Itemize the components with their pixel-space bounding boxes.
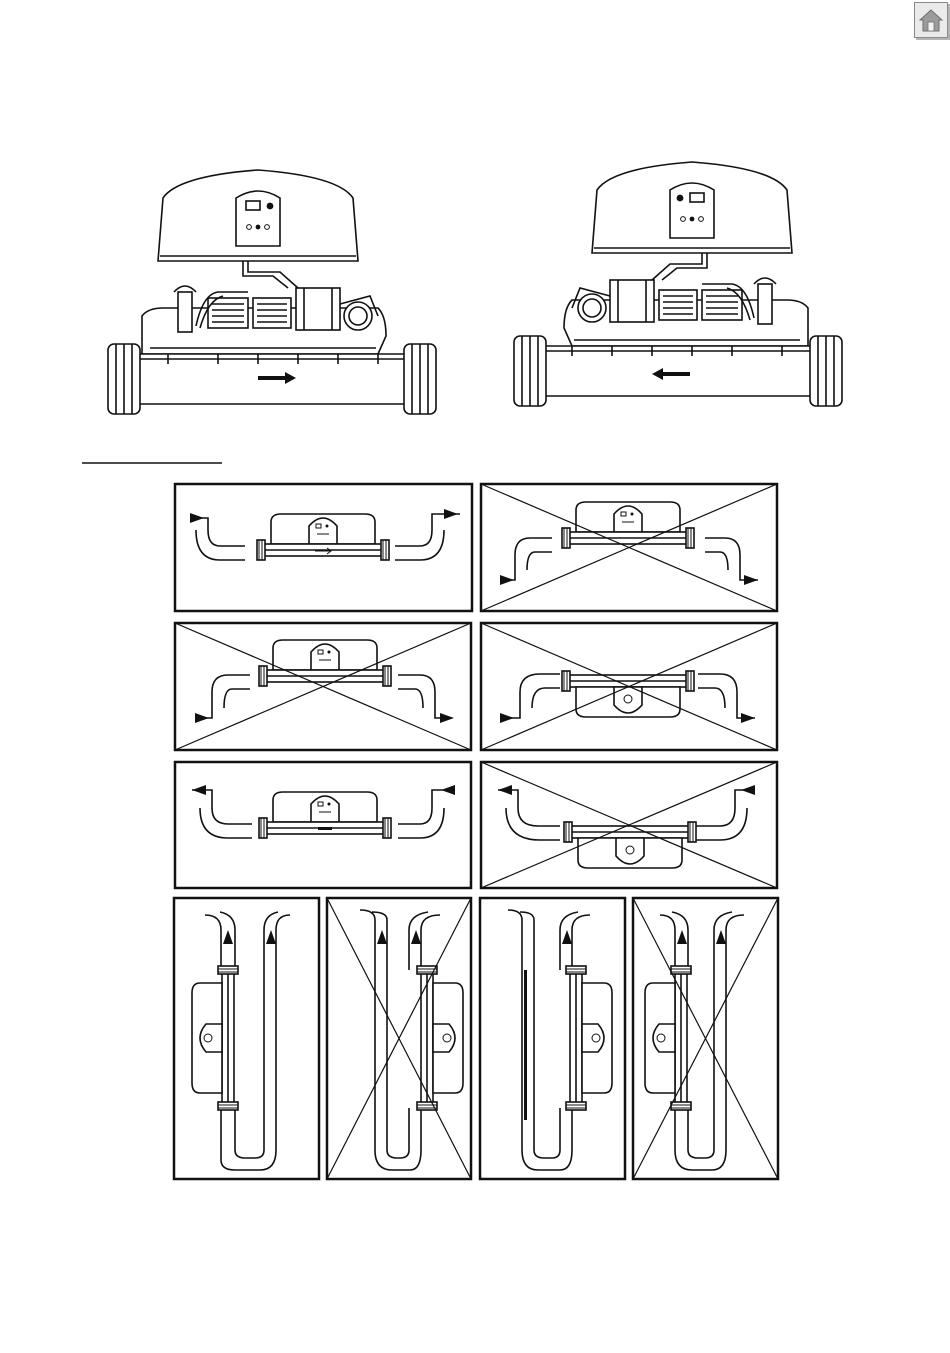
heater-view-flow-left <box>514 162 842 406</box>
position-5-allowed <box>175 762 471 888</box>
position-9-allowed <box>480 898 625 1179</box>
position-10-not-allowed <box>633 898 778 1179</box>
position-7-allowed <box>174 898 319 1179</box>
position-2-not-allowed <box>481 484 777 611</box>
position-3-not-allowed <box>175 623 471 750</box>
position-1-allowed <box>175 484 472 611</box>
position-4-not-allowed <box>481 623 777 750</box>
position-8-not-allowed <box>327 898 471 1179</box>
position-6-not-allowed <box>481 762 777 888</box>
heater-view-flow-right <box>108 170 436 414</box>
